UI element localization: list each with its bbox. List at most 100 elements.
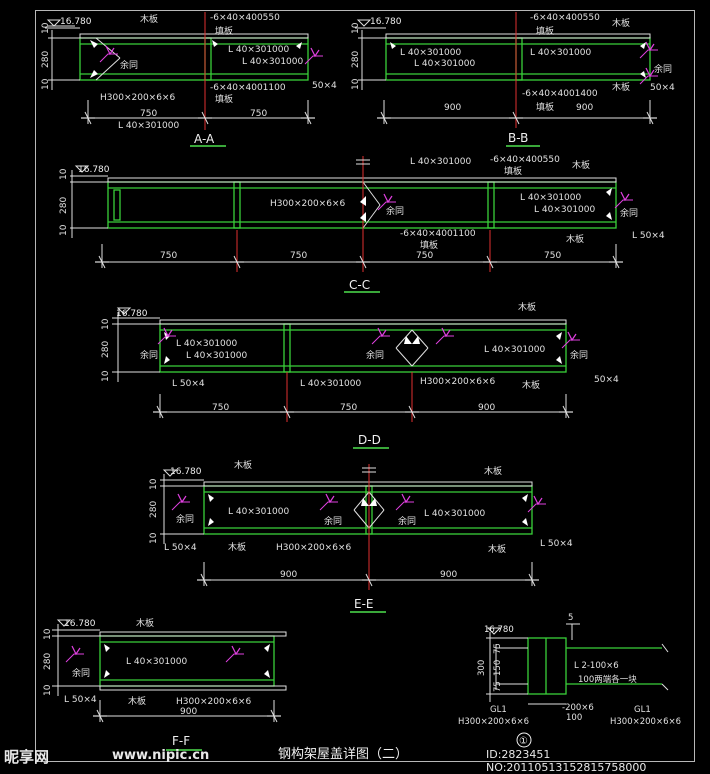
c-c-plate-top: -6×40×400550 [490,155,560,165]
gl-dim-75a: 75 [493,643,503,654]
b-b-angle-3: L 40×301000 [530,48,591,58]
d-d-dim-bot: 10 [101,370,111,382]
section-a-a: 16.780 10 280 10 木板 -6×40×400550 填板 L 40… [41,12,337,147]
b-b-rest: 余同 [654,63,672,75]
a-a-beam: H300×200×6×6 [100,93,175,103]
c-c-weld: L 50×4 [632,231,665,241]
d-d-wood-1: 木板 [518,301,536,313]
b-b-wood-1: 木板 [612,17,630,29]
b-b-dim-bot: 10 [351,78,361,90]
a-a-dim-top: 10 [41,22,51,34]
c-c-elevation: 16.780 [78,165,110,175]
gl1-detail: 16.780 5 300 75 150 75 L 2-100×6 100两端各一… [458,613,681,748]
c-c-span-3: 750 [416,251,433,261]
e-e-wood-2: 木板 [484,465,502,477]
d-d-title: D-D [358,433,381,447]
e-e-elevation: 16.780 [170,467,202,477]
f-f-rest: 余同 [72,667,90,679]
b-b-plate-bot: -6×40×4001400 [522,89,598,99]
gl-note: 100两端各一块 [578,674,637,685]
b-b-angle-2: L 40×301000 [414,59,475,69]
drawing-title: 钢构架屋盖详图（二） [278,747,408,762]
section-c-c: 16.780 10 280 10 L 40×301000 -6×40×40055… [59,155,665,293]
d-d-dim-top: 10 [101,318,111,330]
c-c-wood-1: 木板 [572,159,590,171]
b-b-angle-1: L 40×301000 [400,48,461,58]
a-a-elevation: 16.780 [60,17,92,27]
gl-elevation: 16.780 [484,625,514,635]
d-d-weld-1: L 50×4 [172,379,205,389]
b-b-elevation: 16.780 [370,17,402,27]
a-a-angle-3: L 40×301000 [118,121,179,131]
gl-width-100: 100 [566,713,582,723]
c-c-span-2: 750 [290,251,307,261]
watermark-logo: 昵享网 [4,748,50,766]
c-c-dim-mid: 280 [59,197,69,214]
f-f-wood-2: 木板 [128,695,146,707]
f-f-angle-1: L 40×301000 [126,657,187,667]
f-f-wood-1: 木板 [136,617,154,629]
c-c-fill-2: 填板 [420,239,438,251]
drawing-border [35,10,695,762]
b-b-wood-2: 木板 [612,81,630,93]
e-e-span-2: 900 [440,570,457,580]
a-a-rest-label: 余同 [120,59,138,71]
e-e-rest-1: 余同 [176,513,194,525]
c-c-title: C-C [349,278,370,292]
e-e-beam: H300×200×6×6 [276,543,351,553]
d-d-weld-2: 50×4 [594,375,619,385]
gl-label-right: GL1 [634,705,651,715]
e-e-wood-1: 木板 [234,459,252,471]
c-c-angle-3: L 40×301000 [534,205,595,215]
c-c-fill-1: 填板 [504,165,522,177]
d-d-angle-4: L 40×301000 [300,379,361,389]
c-c-wood-2: 木板 [566,233,584,245]
a-a-dim-bot: 10 [41,78,51,90]
b-b-fill-1: 填板 [536,25,554,37]
c-c-angle-1: L 40×301000 [410,157,471,167]
section-f-f: 16.780 10 280 10 木板 L 40×301000 余同 L 50×… [43,617,287,751]
c-c-rest-1: 余同 [386,205,404,217]
gl-plate: -200×6 [562,703,594,713]
c-c-span-4: 750 [544,251,561,261]
b-b-plate-top: -6×40×400550 [530,13,600,23]
c-c-dim-top: 10 [59,168,69,180]
d-d-elevation: 16.780 [116,309,148,319]
gl-beam-right: H300×200×6×6 [610,717,681,727]
b-b-title: B-B [508,131,528,145]
d-d-wood-2: 木板 [522,379,540,391]
e-e-angle-2: L 40×301000 [424,509,485,519]
e-e-wood-4: 木板 [488,543,506,555]
section-e-e: 16.780 10 280 10 木板 木板 L 40×301000 L 40×… [149,459,573,613]
a-a-dim-mid: 280 [41,51,51,68]
c-c-dim-bot: 10 [59,224,69,236]
b-b-span-1: 900 [444,103,461,113]
e-e-rest-2: 余同 [324,515,342,527]
b-b-span-2: 900 [576,103,593,113]
f-f-span-1: 900 [180,707,197,717]
f-f-dim-mid: 280 [43,653,53,670]
a-a-span-1: 750 [140,109,157,119]
gl-label-left: GL1 [490,705,507,715]
b-b-weld: 50×4 [650,83,675,93]
e-e-span-1: 900 [280,570,297,580]
e-e-dim-mid: 280 [149,501,159,518]
d-d-beam: H300×200×6×6 [420,377,495,387]
d-d-rest-2: 余同 [366,349,384,361]
f-f-title: F-F [172,734,190,748]
b-b-fill-2: 填板 [536,101,554,113]
d-d-rest-1: 余同 [140,349,158,361]
gl-dim-75b: 75 [493,681,503,692]
d-d-angle-3: L 40×301000 [484,345,545,355]
gl-beam-left: H300×200×6×6 [458,717,529,727]
f-f-dim-bot: 10 [43,684,53,696]
d-d-rest-3: 余同 [570,349,588,361]
a-a-fill-label: 填板 [215,25,233,37]
e-e-angle-1: L 40×301000 [228,507,289,517]
a-a-plate-top: -6×40×400550 [210,13,280,23]
c-c-span-1: 750 [160,251,177,261]
b-b-dim-top: 10 [351,22,361,34]
a-a-wood-label: 木板 [140,13,158,25]
gl-dim-5: 5 [568,613,573,623]
